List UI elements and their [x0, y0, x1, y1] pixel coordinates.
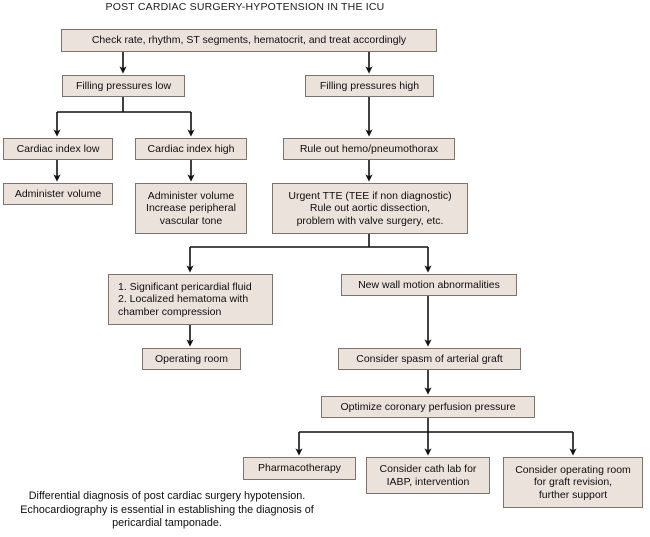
- node-line: Urgent TTE (TEE if non diagnostic): [288, 189, 452, 202]
- chart-title: POST CARDIAC SURGERY-HYPOTENSION IN THE …: [105, 1, 385, 13]
- node-administer-volume-increase-tone[interactable]: Administer volume Increase peripheral va…: [135, 183, 247, 234]
- node-line: IABP, intervention: [386, 475, 470, 488]
- node-new-wall-motion-abnormalities[interactable]: New wall motion abnormalities: [341, 274, 517, 296]
- caption-line: Differential diagnosis of post cardiac s…: [28, 490, 306, 502]
- node-urgent-tte[interactable]: Urgent TTE (TEE if non diagnostic) Rule …: [272, 183, 468, 234]
- node-line: Administer volume: [147, 189, 235, 202]
- node-operating-room[interactable]: Operating room: [142, 348, 241, 370]
- node-cardiac-index-low[interactable]: Cardiac index low: [3, 138, 113, 160]
- node-line: chamber compression: [118, 305, 222, 318]
- node-rule-out-hemo-pneumothorax[interactable]: Rule out hemo/pneumothorax: [283, 138, 455, 160]
- caption-line: of pericardial tamponade.: [112, 503, 314, 530]
- node-administer-volume[interactable]: Administer volume: [3, 183, 113, 205]
- node-consider-operating-room-graft-revision[interactable]: Consider operating room for graft revisi…: [503, 457, 643, 508]
- node-line: Rule out aortic dissection,: [309, 202, 431, 215]
- node-filling-pressures-low[interactable]: Filling pressures low: [62, 75, 185, 97]
- node-filling-pressures-high[interactable]: Filling pressures high: [305, 75, 434, 97]
- node-check-rate[interactable]: Check rate, rhythm, ST segments, hematoc…: [61, 29, 437, 52]
- node-line: problem with valve surgery, etc.: [296, 214, 444, 227]
- node-line: Consider cath lab for: [379, 462, 477, 475]
- node-consider-cath-lab[interactable]: Consider cath lab for IABP, intervention: [366, 457, 490, 494]
- node-optimize-coronary-perfusion[interactable]: Optimize coronary perfusion pressure: [321, 396, 535, 418]
- node-pharmacotherapy[interactable]: Pharmacotherapy: [243, 457, 356, 480]
- node-line: Increase peripheral: [146, 202, 236, 215]
- node-line: for graft revision,: [533, 476, 613, 489]
- node-cardiac-index-high[interactable]: Cardiac index high: [135, 138, 247, 160]
- node-line: vascular tone: [159, 214, 223, 227]
- node-consider-spasm-arterial-graft[interactable]: Consider spasm of arterial graft: [338, 348, 521, 370]
- caption-line: Echocardiography is essential in establi…: [20, 503, 302, 516]
- node-line: further support: [538, 488, 608, 501]
- node-line: Consider operating room: [515, 463, 631, 476]
- node-pericardial-findings[interactable]: 1. Significant pericardial fluid 2. Loca…: [108, 274, 273, 325]
- node-line: 2. Localized hematoma with: [118, 293, 249, 306]
- figure-caption: Differential diagnosis of post cardiac s…: [2, 490, 332, 531]
- node-line: 1. Significant pericardial fluid: [118, 280, 252, 293]
